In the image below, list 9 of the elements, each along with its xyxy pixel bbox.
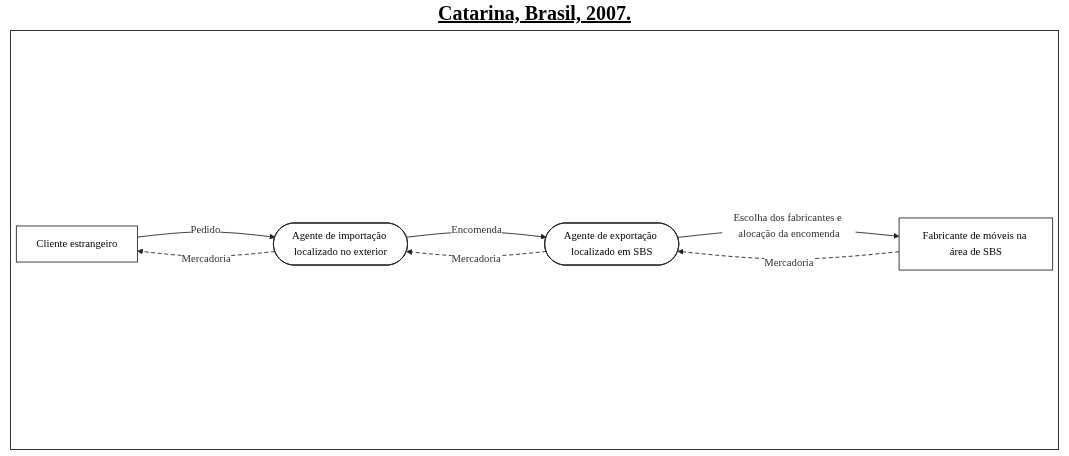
edge-label: Encomenda — [451, 223, 502, 235]
edge-label: Mercadoria — [181, 252, 231, 264]
edge-label: Mercadoria — [451, 252, 501, 265]
edge-label: Pedido — [190, 223, 221, 235]
edge-label: Escolha dos fabricantes e alocação da encomenda — [733, 211, 842, 239]
diagram-title: Catarina, Brasil, 2007. — [437, 2, 632, 25]
node-box: Fabricante de móveis na área de SBS — [898, 217, 1054, 271]
edge-label: Mercadoria — [764, 256, 814, 269]
node-box: Cliente estrangeiro — [15, 225, 138, 263]
